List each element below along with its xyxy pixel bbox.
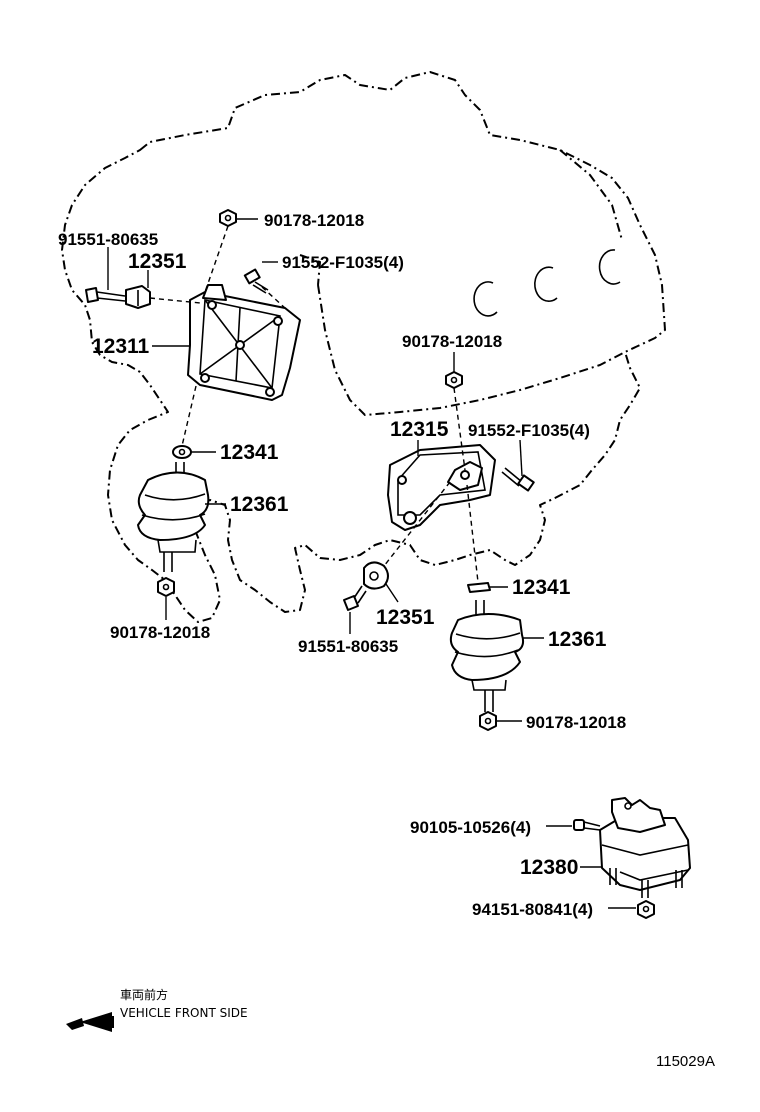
- left-upper-nut: [219, 209, 237, 227]
- label-94151-80841: 94151-80841(4): [472, 900, 593, 919]
- assembly-line-left-mount: [181, 385, 197, 447]
- label-12361-left: 12361: [230, 493, 289, 516]
- front-note-english: VEHICLE FRONT SIDE: [120, 1006, 248, 1020]
- label-91552-F1035-right: 91552-F1035(4): [468, 421, 590, 440]
- left-bracket-bolt: [243, 268, 269, 294]
- rear-mount-nut: [637, 900, 655, 919]
- right-engine-mount-insulator: [449, 600, 525, 712]
- cylinder-arc-3: [598, 249, 621, 285]
- assembly-line-right-top: [453, 387, 466, 471]
- right-engine-mount-bracket: [387, 444, 496, 531]
- cylinder-arc-1: [473, 281, 498, 317]
- label-90105-10526: 90105-10526(4): [410, 818, 531, 837]
- label-90178-12018-top: 90178-12018: [264, 211, 364, 230]
- label-90178-12018-right-bottom: 90178-12018: [526, 713, 626, 732]
- engine-outline-right-ridge: [559, 149, 623, 241]
- leader-12351-right: [385, 583, 399, 603]
- right-lower-nut: [479, 711, 497, 731]
- label-12351-left: 12351: [128, 250, 187, 273]
- right-upper-nut: [445, 371, 463, 389]
- front-note-japanese: 車両前方: [120, 987, 168, 1002]
- engine-outline: [61, 71, 666, 623]
- left-engine-mount-bracket: [187, 284, 301, 401]
- label-12341-left: 12341: [220, 441, 279, 464]
- right-stopper-bolt: [343, 585, 367, 611]
- label-91552-F1035-left: 91552-F1035(4): [282, 253, 404, 272]
- label-12380: 12380: [520, 856, 578, 879]
- assembly-line-right-mount: [466, 484, 479, 583]
- left-stopper-bolt: [85, 287, 126, 303]
- label-91551-80635-left: 91551-80635: [58, 230, 158, 249]
- label-12311: 12311: [92, 335, 150, 358]
- label-12341-right: 12341: [512, 576, 571, 599]
- rear-engine-mount: [599, 797, 691, 898]
- label-90178-12018-left-bottom: 90178-12018: [110, 623, 210, 642]
- label-91551-80635-right: 91551-80635: [298, 637, 398, 656]
- assembly-line-left-top: [204, 225, 229, 293]
- front-direction-arrow-icon: [66, 1012, 114, 1032]
- left-mount-retainer: [172, 445, 192, 459]
- label-12351-right: 12351: [376, 606, 435, 629]
- right-mount-retainer: [467, 582, 491, 593]
- cylinder-arc-2: [534, 266, 558, 303]
- label-12315: 12315: [390, 418, 449, 441]
- label-12361-right: 12361: [548, 628, 607, 651]
- right-stopper: [363, 561, 389, 590]
- label-90178-12018-mid: 90178-12018: [402, 332, 502, 351]
- drawing-code: 115029A: [656, 1053, 715, 1070]
- rear-mount-bolt: [573, 819, 601, 831]
- engine-outline-inner: [317, 284, 626, 416]
- leader-91552-right: [519, 439, 523, 477]
- left-stopper: [125, 285, 151, 309]
- right-bracket-bolt: [501, 467, 535, 492]
- left-lower-nut: [157, 577, 175, 597]
- left-engine-mount-insulator: [137, 462, 210, 572]
- engine-outline-inner-top: [299, 254, 321, 286]
